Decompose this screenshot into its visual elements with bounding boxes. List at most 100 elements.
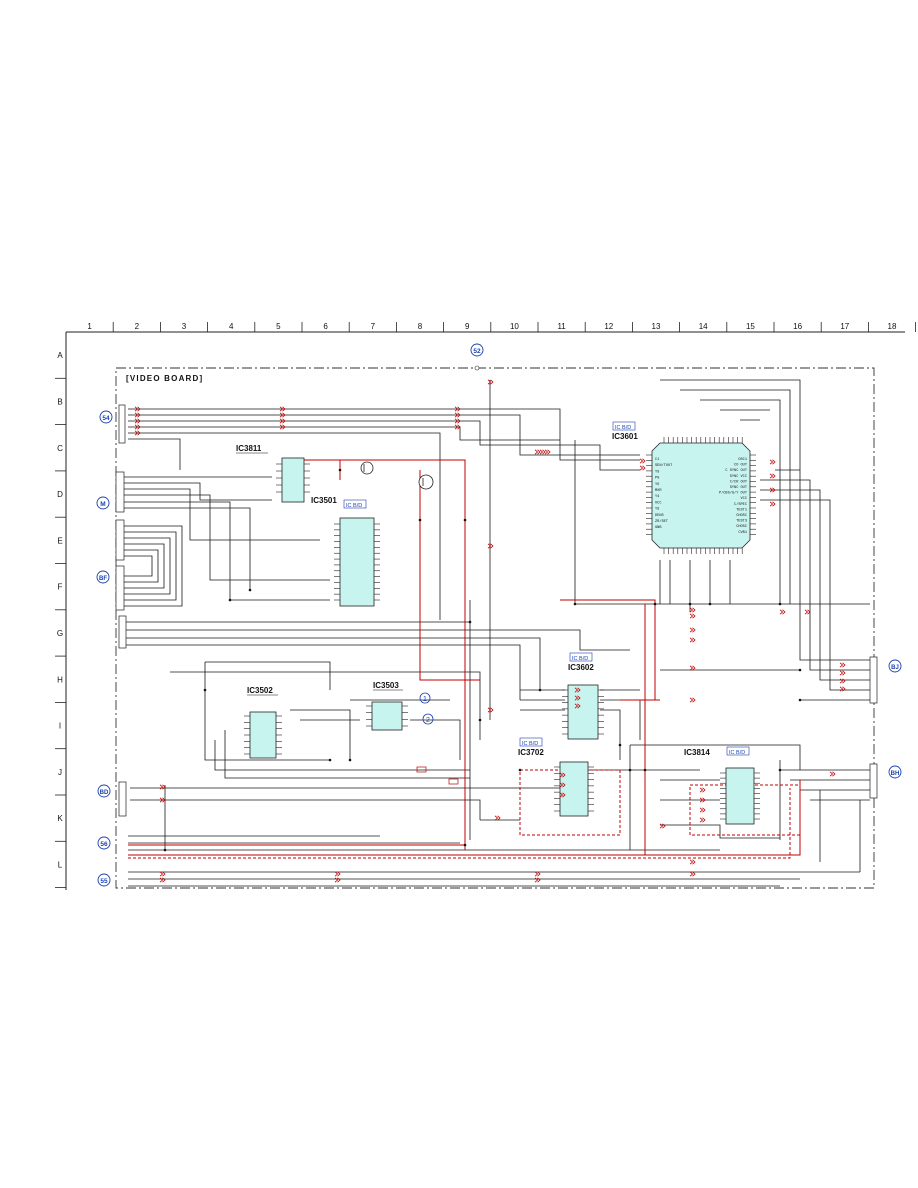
ic3502-label: IC3502: [247, 686, 273, 695]
ic3814: IC3814 IC B/D: [684, 746, 760, 825]
col-label-8: 8: [418, 322, 423, 331]
signal-traces: [120, 379, 870, 887]
ic3601-tag: IC B/D: [615, 425, 631, 431]
ic3601-pin-left: Y4: [655, 495, 659, 499]
ic3601-pin-right: SYNC VCC: [730, 475, 747, 479]
connector-52: 52: [470, 343, 484, 371]
row-label-C: C: [57, 444, 63, 453]
row-label-A: A: [57, 351, 63, 360]
ic3601: C1SEN/TOUTYSP0YOMXRY4VCCYSDENSZR/SETGNB …: [612, 421, 756, 554]
junction-dots: [163, 468, 802, 852]
ic3501-label: IC3501: [311, 496, 337, 505]
ic3601-pin-right: TEST3: [736, 520, 747, 524]
connector-BD: BD: [97, 784, 111, 798]
col-label-9: 9: [465, 322, 470, 331]
ic3501: IC3501 IC B/D: [311, 496, 380, 607]
ic3702-tag: IC B/D: [522, 741, 538, 747]
connector-56-label: 56: [100, 841, 108, 848]
connector-BH-label: BH: [891, 771, 900, 777]
ic3602-tag: IC B/D: [572, 656, 588, 662]
ic3601-pin-right: C/SPEC: [734, 502, 747, 507]
connector-BJ-label: BJ: [891, 665, 899, 671]
row-label-E: E: [57, 536, 62, 545]
col-label-15: 15: [746, 322, 755, 331]
connector-54: 54: [99, 410, 113, 424]
row-label-D: D: [57, 490, 63, 499]
connector-strips: [115, 404, 127, 817]
ic3601-pin-right: P/CBS/G/Y OUT: [719, 491, 748, 496]
col-label-13: 13: [652, 322, 661, 331]
ic3601-pin-right: C SYNC OUT: [725, 469, 747, 473]
ic3601-pin-left: MXR: [655, 489, 662, 493]
ic3601-pin-left: P0: [655, 477, 659, 481]
ic3601-pin-right: CVB1: [738, 531, 747, 535]
ic3814-label: IC3814: [684, 748, 710, 757]
col-label-5: 5: [276, 322, 281, 331]
row-label-B: B: [57, 397, 62, 406]
ic3601-pin-right: CHOSC: [736, 514, 747, 518]
connector-55-label: 55: [100, 878, 108, 885]
col-label-6: 6: [323, 322, 328, 331]
connector-BH: BH: [869, 763, 902, 799]
ic3601-pin-left: YO: [655, 483, 659, 487]
test-points: [416, 766, 459, 785]
ic3601-pin-left: DENS: [655, 514, 664, 518]
ic3502: IC3502: [244, 686, 282, 759]
ic3601-pin-right: TEST1: [736, 508, 747, 512]
ic3601-pin-left: ZR/SET: [655, 519, 669, 524]
ic3503-label: IC3503: [373, 681, 399, 690]
ic3811-label: IC3811: [236, 444, 262, 453]
col-label-2: 2: [135, 322, 140, 331]
row-label-H: H: [57, 675, 63, 684]
ic3601-pin-left: C1: [655, 458, 659, 462]
col-label-17: 17: [840, 322, 849, 331]
ic3601-pin-right: C/CR OUT: [730, 479, 748, 484]
col-label-12: 12: [604, 322, 613, 331]
marker-2: 2: [422, 713, 434, 725]
ic3601-label: IC3601: [612, 432, 638, 441]
connector-BD-label: BD: [100, 790, 109, 796]
ic3601-pin-right: VCC: [741, 497, 747, 501]
connector-BF: BF: [96, 570, 110, 584]
connector-52-label: 52: [473, 348, 481, 355]
ic3814-tag: IC B/D: [729, 750, 745, 756]
flow-arrows: [134, 379, 846, 883]
marker-2-label: 2: [426, 717, 430, 724]
connector-M-label: M: [100, 501, 105, 508]
ic3602-label: IC3602: [568, 663, 594, 672]
col-label-1: 1: [87, 322, 92, 331]
ic3601-pin-left: YS: [655, 508, 659, 512]
marker-1: 1: [419, 692, 431, 704]
connector-BF-label: BF: [99, 576, 107, 582]
col-label-14: 14: [699, 322, 708, 331]
ic3811: IC3811: [236, 444, 310, 503]
ic3702-label: IC3702: [518, 748, 544, 757]
col-label-7: 7: [371, 322, 376, 331]
connector-M: M: [96, 496, 110, 510]
connector-BJ: BJ: [869, 656, 902, 704]
ic3601-pin-right: CHOSC: [736, 525, 747, 529]
ic3601-pin-left: GNB: [655, 526, 662, 530]
col-label-18: 18: [888, 322, 897, 331]
col-label-3: 3: [182, 322, 187, 331]
row-label-K: K: [57, 814, 63, 823]
ic3503: IC3503: [366, 681, 408, 731]
connector-56: 56: [97, 836, 111, 850]
ic3601-pin-left: YS: [655, 470, 659, 474]
ic3601-pin-right: SYNC OUT: [730, 486, 748, 490]
col-label-4: 4: [229, 322, 234, 331]
row-label-G: G: [57, 629, 63, 638]
ic3601-pin-left: SEN/TOUT: [655, 463, 673, 468]
board-outline: [115, 367, 875, 889]
col-label-10: 10: [510, 322, 519, 331]
col-label-16: 16: [793, 322, 802, 331]
ic3501-tag: IC B/D: [346, 503, 362, 509]
col-label-11: 11: [557, 322, 566, 331]
ic3702: IC B/D IC3702: [518, 737, 594, 817]
board-title: [VIDEO BOARD]: [126, 374, 203, 383]
ic3601-pin-right: CO OUT: [734, 464, 748, 468]
row-label-F: F: [58, 583, 63, 592]
row-label-L: L: [58, 860, 63, 869]
